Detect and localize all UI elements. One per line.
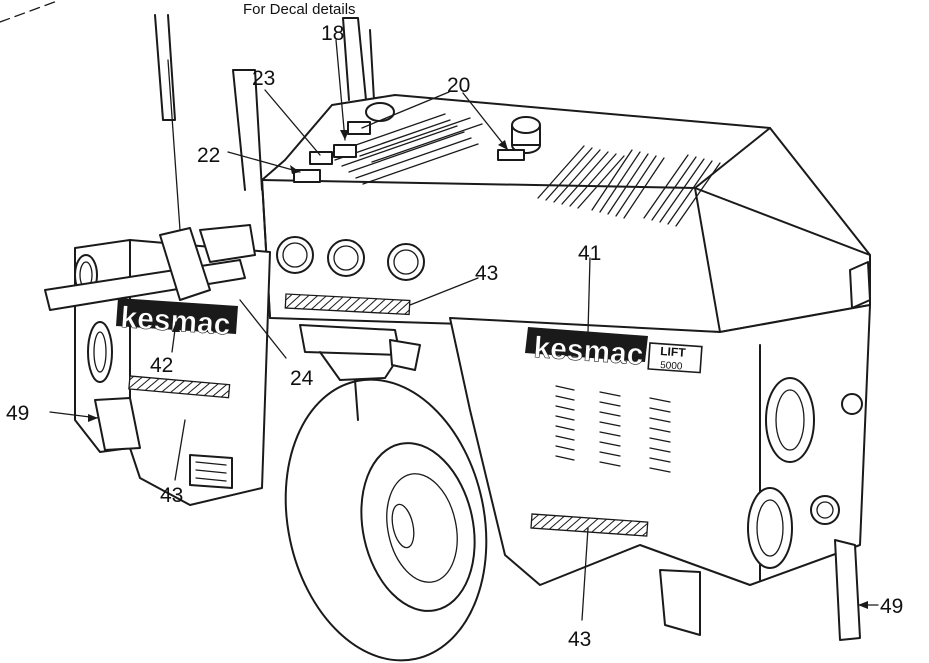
callout-49-left: 49	[6, 402, 29, 425]
callout-23: 23	[252, 67, 275, 90]
decal-18	[333, 144, 357, 158]
hood-vents-rear	[329, 113, 483, 185]
logo-decal-41: kesmac LIFT 5000	[525, 327, 703, 374]
callout-43-top: 43	[475, 262, 498, 285]
callout-24: 24	[290, 367, 314, 390]
decal-20-left	[347, 121, 371, 135]
fork-bracket	[159, 227, 211, 301]
reflector-43-left	[128, 375, 231, 399]
callout-22: 22	[197, 144, 220, 167]
badge-line1: LIFT	[660, 344, 687, 360]
callout-43-bottom: 43	[568, 628, 591, 651]
reflector-43-top	[284, 293, 411, 316]
bumper-plate	[659, 569, 701, 636]
callout-43-left: 43	[160, 484, 183, 507]
hood-vents-mid	[537, 145, 625, 209]
logo-text-41: kesmac	[533, 331, 645, 372]
decal-23	[309, 151, 333, 165]
hood-knob	[365, 102, 395, 122]
front-lights	[276, 236, 425, 281]
side-body-panel: kesmac LIFT 5000	[449, 261, 871, 641]
engine-hood	[261, 94, 871, 333]
fork-carriage: kesmac	[44, 224, 271, 506]
badge-line2: 5000	[660, 360, 683, 373]
logo-text-42: kesmac	[120, 301, 232, 342]
outrigger-right	[834, 539, 861, 641]
callout-18: 18	[321, 22, 344, 45]
side-lights	[747, 377, 863, 569]
header-note: For Decal details	[243, 1, 356, 18]
hood-vents-right	[591, 149, 721, 227]
side-vents	[555, 385, 671, 473]
reflector-43-bottom	[530, 513, 649, 537]
front-tire	[284, 378, 488, 662]
callout-42: 42	[150, 354, 173, 377]
side-handle	[849, 261, 871, 309]
leader-arrowheads	[88, 130, 868, 609]
callout-41: 41	[578, 242, 601, 265]
callout-49-right: 49	[880, 595, 903, 618]
decal-22	[293, 169, 321, 183]
logo-decal-42: kesmac	[116, 298, 238, 342]
callout-20: 20	[447, 74, 470, 97]
decal-20-right	[497, 149, 525, 161]
reference-dash-line	[0, 0, 61, 23]
fuel-cap	[511, 116, 541, 154]
lift-mast	[154, 14, 375, 231]
outrigger-left	[94, 397, 141, 451]
steering-assembly	[299, 324, 421, 421]
